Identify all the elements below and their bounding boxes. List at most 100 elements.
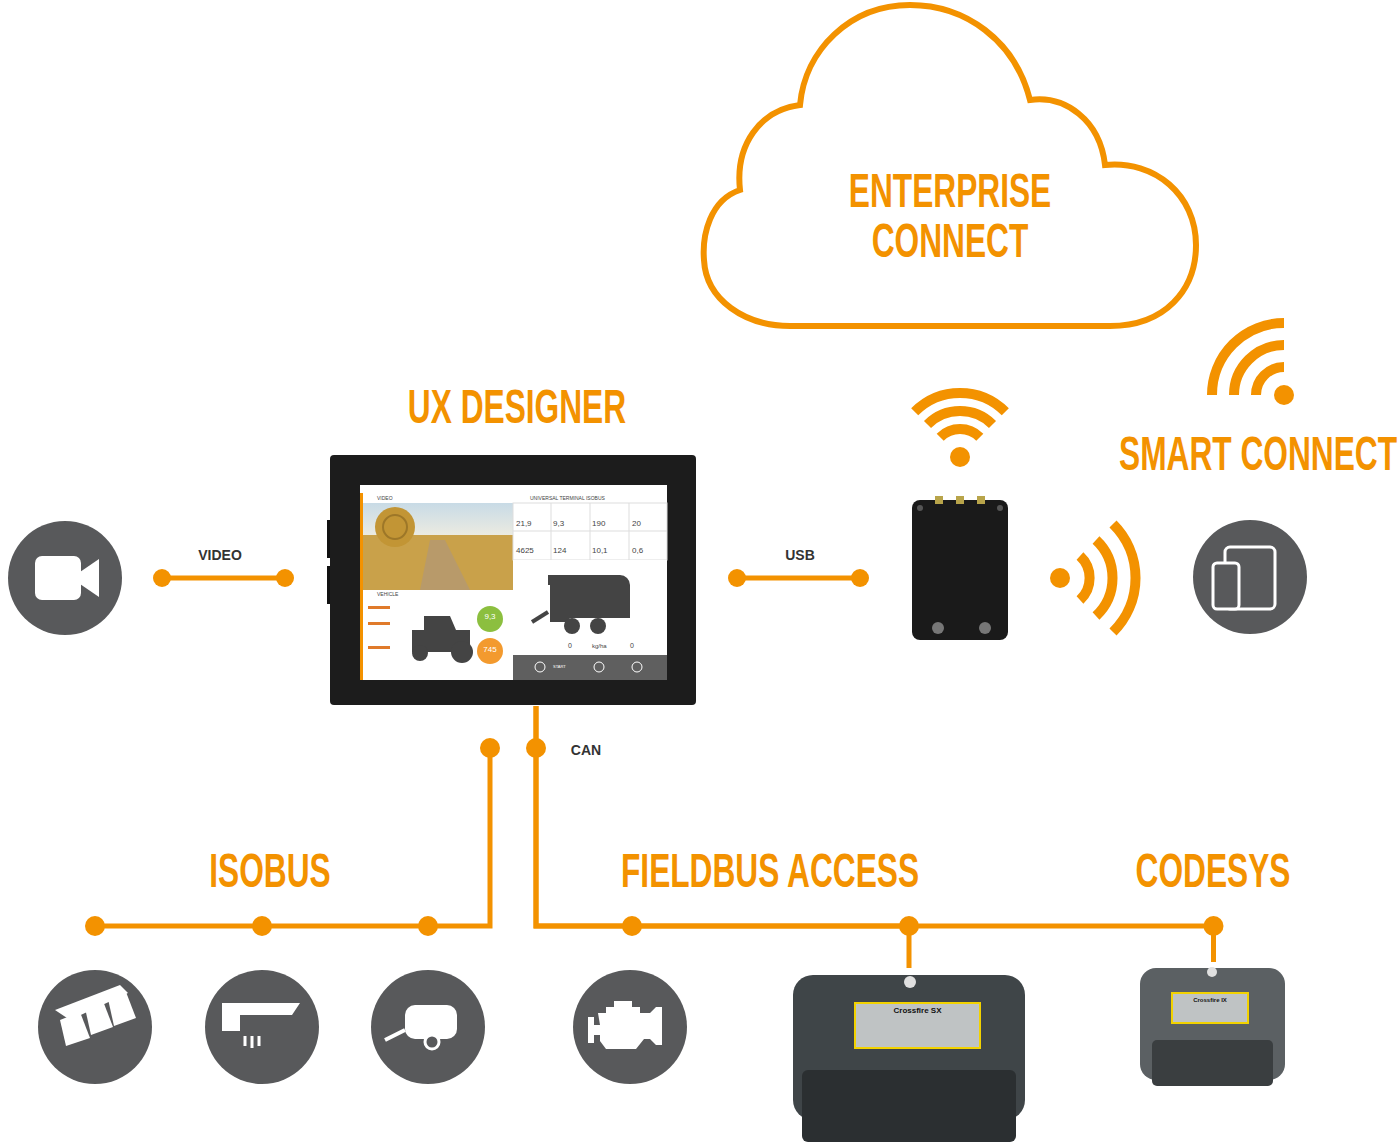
baler-wheel bbox=[564, 618, 580, 634]
cloud-node: ENTERPRISE CONNECT bbox=[700, 0, 1200, 332]
vehicle-panel bbox=[363, 590, 513, 680]
wireless-dot bbox=[1050, 568, 1070, 588]
wire-dot bbox=[276, 569, 294, 587]
can-connector bbox=[536, 706, 1214, 962]
antenna-port bbox=[977, 496, 985, 504]
camera-body bbox=[35, 556, 81, 600]
value-tiles bbox=[513, 503, 667, 560]
screen-value: 21,9 bbox=[516, 519, 532, 529]
screen-unit: kg/ha bbox=[592, 642, 607, 650]
antenna-port bbox=[935, 496, 943, 504]
screen-value: 4625 bbox=[516, 546, 534, 556]
screen-text: START bbox=[553, 664, 566, 670]
engine-icon bbox=[588, 1001, 662, 1049]
wifi-dot bbox=[950, 447, 970, 467]
accent-strip bbox=[360, 493, 363, 680]
mount-hole bbox=[997, 505, 1003, 511]
app-node: SMART CONNECT bbox=[1105, 425, 1397, 635]
screen-value: 124 bbox=[553, 546, 566, 556]
device-name: Crossfire SX bbox=[855, 1006, 980, 1016]
link-label: VIDEO bbox=[0, 548, 470, 562]
wire-dot bbox=[153, 569, 171, 587]
display-screen bbox=[360, 485, 667, 680]
mount-hole bbox=[1207, 967, 1217, 977]
sprayer-circle bbox=[205, 970, 319, 1084]
controller-connector bbox=[1152, 1040, 1273, 1086]
baler-silhouette bbox=[548, 575, 630, 622]
screen-text: VEHICLE bbox=[377, 591, 398, 598]
screen-value: 745 bbox=[240, 645, 740, 655]
screen-value: 20 bbox=[632, 519, 641, 529]
implement-panel bbox=[513, 560, 667, 655]
plough-blade bbox=[60, 1012, 90, 1046]
screen-value: 190 bbox=[592, 519, 605, 529]
baler-wheel bbox=[425, 1035, 439, 1049]
antenna-port bbox=[956, 496, 964, 504]
sprayer-nozzles bbox=[245, 1036, 259, 1048]
screen-value: 0,6 bbox=[632, 546, 643, 556]
sprayer-frame bbox=[222, 1003, 300, 1031]
video-wire bbox=[162, 576, 285, 581]
plough-circle bbox=[38, 970, 152, 1084]
link-label: USB bbox=[550, 548, 1050, 562]
video-path bbox=[420, 540, 470, 590]
type-plate bbox=[855, 1003, 980, 1048]
node-title: ENTERPRISE CONNECT bbox=[818, 166, 1082, 266]
level-bar bbox=[368, 606, 390, 609]
wifi-arc bbox=[928, 411, 993, 424]
wifi-arc bbox=[1212, 323, 1284, 395]
wifi-dot bbox=[1274, 385, 1294, 405]
baler-wheel bbox=[590, 618, 606, 634]
gateway-connector bbox=[979, 622, 991, 634]
section-title: ISOBUS bbox=[105, 846, 435, 896]
cloud-path bbox=[704, 5, 1196, 326]
tile-divider bbox=[513, 531, 667, 532]
tractor-wheel bbox=[412, 645, 428, 661]
panel-header bbox=[363, 493, 513, 503]
usb-wire bbox=[737, 576, 860, 581]
section-title: CODESYS bbox=[1048, 846, 1378, 896]
screen-value: 9,3 bbox=[553, 519, 564, 529]
node-title: SMART CONNECT bbox=[1119, 429, 1383, 479]
baler-drawbar bbox=[532, 612, 548, 622]
wifi-arc bbox=[940, 429, 980, 437]
gateway-connector bbox=[932, 622, 944, 634]
wifi-arc bbox=[1256, 367, 1284, 395]
wireless-arc bbox=[1080, 556, 1090, 600]
node-title: UX DESIGNER bbox=[370, 382, 664, 432]
screen-value: 0 bbox=[568, 641, 572, 650]
display-bezel bbox=[330, 455, 696, 705]
section-title: FIELDBUS ACCESS bbox=[605, 846, 935, 896]
screen-text: UNIVERSAL TERMINAL ISOBUS bbox=[530, 495, 605, 502]
wireless-arc bbox=[1113, 524, 1136, 632]
mount-hole bbox=[904, 976, 916, 988]
baler-circle bbox=[371, 970, 485, 1084]
hay-bale-ring bbox=[383, 515, 407, 539]
type-plate bbox=[1172, 993, 1248, 1023]
engine-circle bbox=[573, 970, 687, 1084]
screen-value: 9,3 bbox=[240, 612, 740, 622]
app-circle bbox=[1193, 520, 1307, 634]
wifi-arc bbox=[915, 393, 1006, 412]
screen-value: 10,1 bbox=[592, 546, 608, 556]
controller-node: Crossfire SX bbox=[793, 968, 1025, 1140]
plough-blade bbox=[85, 1001, 113, 1035]
panel-header bbox=[513, 493, 667, 503]
wire-dot bbox=[1204, 916, 1224, 936]
wire-dot bbox=[851, 569, 869, 587]
wire-dot bbox=[85, 916, 105, 936]
status-bar bbox=[360, 485, 667, 493]
phone-outline bbox=[1213, 563, 1239, 609]
level-bar bbox=[368, 646, 390, 649]
screen-text: VIDEO bbox=[377, 495, 393, 502]
controller-node: Crossfire IX bbox=[1140, 962, 1287, 1087]
bus-label: CAN bbox=[336, 743, 836, 757]
hay-bale bbox=[375, 507, 415, 547]
controller-connector bbox=[802, 1070, 1016, 1142]
mount-hole bbox=[917, 505, 923, 511]
softkey-icon bbox=[632, 662, 642, 672]
display-node: UX DESIGNER bbox=[330, 380, 696, 706]
camera-lens bbox=[80, 559, 99, 597]
softkey-icon bbox=[535, 662, 545, 672]
